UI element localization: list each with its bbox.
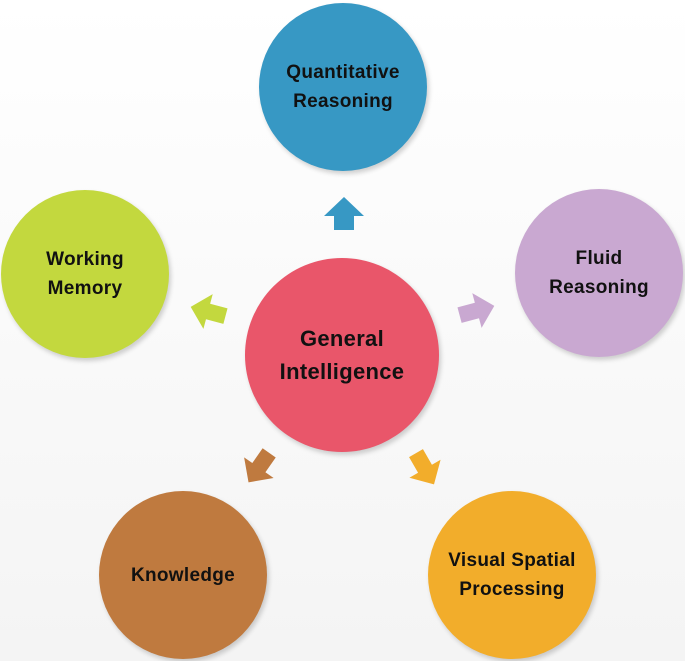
block-arrow-icon (409, 449, 441, 485)
fluid-reasoning-label: Fluid Reasoning (549, 248, 649, 298)
general-intelligence-node: General Intelligence (245, 258, 439, 452)
arrow-to-fluid-reasoning (457, 293, 495, 328)
arrow-to-quantitative-reasoning (324, 197, 364, 230)
knowledge-label: Knowledge (130, 564, 236, 586)
quantitative-reasoning-node: Quantitative Reasoning (259, 3, 427, 171)
working-memory-label: Working Memory (46, 249, 124, 299)
visual-spatial-processing-node: Visual Spatial Processing (428, 491, 596, 659)
block-arrow-icon (190, 294, 228, 329)
visual-spatial-processing-label: Visual Spatial Processing (448, 550, 576, 600)
block-arrow-icon (244, 448, 276, 483)
general-intelligence-label: General Intelligence (279, 326, 405, 384)
quantitative-reasoning-label: Quantitative Reasoning (286, 62, 400, 112)
arrow-to-working-memory (190, 294, 228, 329)
arrow-to-knowledge (244, 448, 276, 483)
arrow-to-visual-spatial-processing (409, 449, 441, 485)
block-arrow-icon (324, 197, 364, 230)
fluid-reasoning-node: Fluid Reasoning (515, 189, 683, 357)
block-arrow-icon (457, 293, 495, 328)
knowledge-node: Knowledge (99, 491, 267, 659)
working-memory-node: Working Memory (1, 190, 169, 358)
